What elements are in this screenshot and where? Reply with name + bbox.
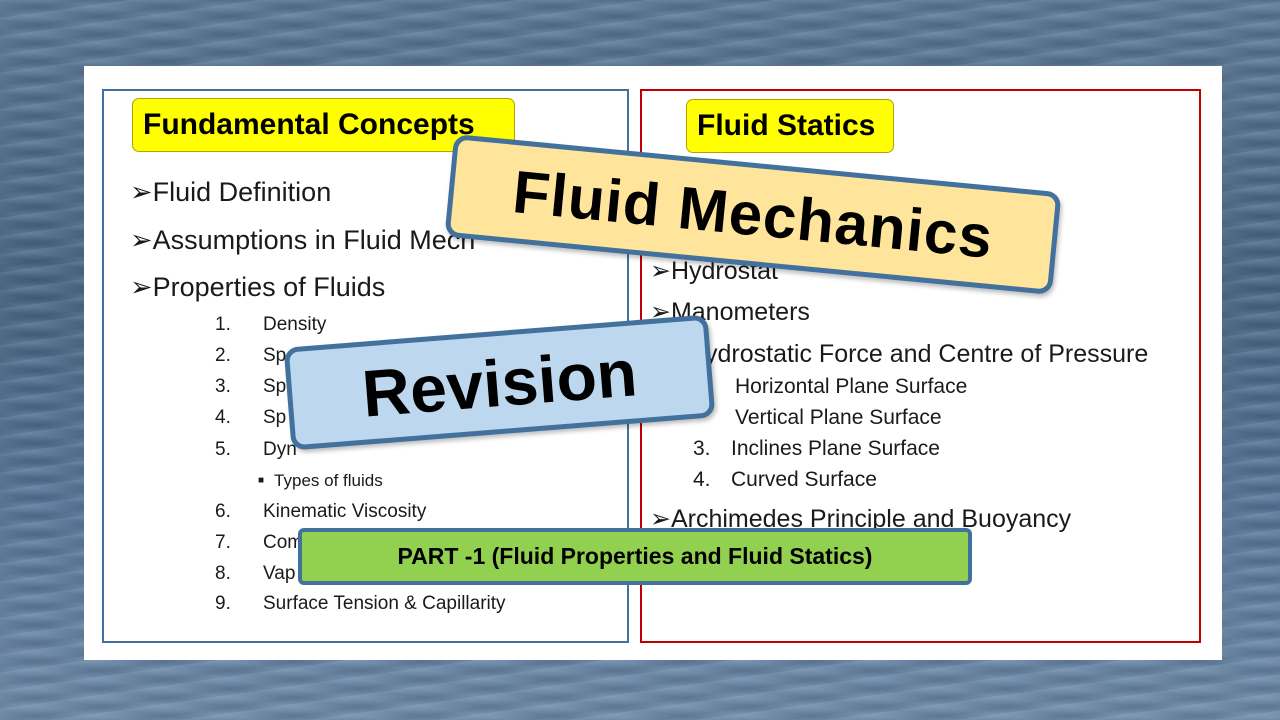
surface-item: Horizontal Plane Surface	[735, 375, 968, 398]
fundamental-concepts-header: Fundamental Concepts	[132, 98, 515, 152]
surface-item: Vertical Plane Surface	[735, 406, 942, 429]
item-hydrostatic-force: ydrostatic Force and Centre of Pressure	[705, 340, 1149, 368]
property-item: 1.Density	[215, 314, 327, 335]
item-fluid-definition: ➢Fluid Definition	[130, 177, 332, 207]
item-assumptions: ➢Assumptions in Fluid Mech	[130, 225, 476, 255]
square-bullet-icon: ■	[258, 475, 265, 486]
property-item: 3.Sp	[215, 376, 287, 397]
property-item: 7.Com	[215, 532, 304, 553]
fluid-statics-header: Fluid Statics	[686, 99, 894, 153]
property-item: 5.Dyn	[215, 439, 297, 460]
part-banner: PART -1 (Fluid Properties and Fluid Stat…	[298, 528, 972, 585]
property-item: 2.Sp	[215, 345, 287, 366]
item-properties-of-fluids: ➢Properties of Fluids	[130, 272, 386, 302]
surface-item: 4.Curved Surface	[693, 468, 877, 491]
property-item: 4.Sp	[215, 407, 287, 428]
surface-item: 3.Inclines Plane Surface	[693, 437, 940, 460]
property-item: 6.Kinematic Viscosity	[215, 501, 427, 522]
property-item: 8.Vap	[215, 563, 296, 584]
sub-item-types-of-fluids: ■Types of fluids	[258, 471, 383, 490]
property-item: 9.Surface Tension & Capillarity	[215, 593, 506, 614]
